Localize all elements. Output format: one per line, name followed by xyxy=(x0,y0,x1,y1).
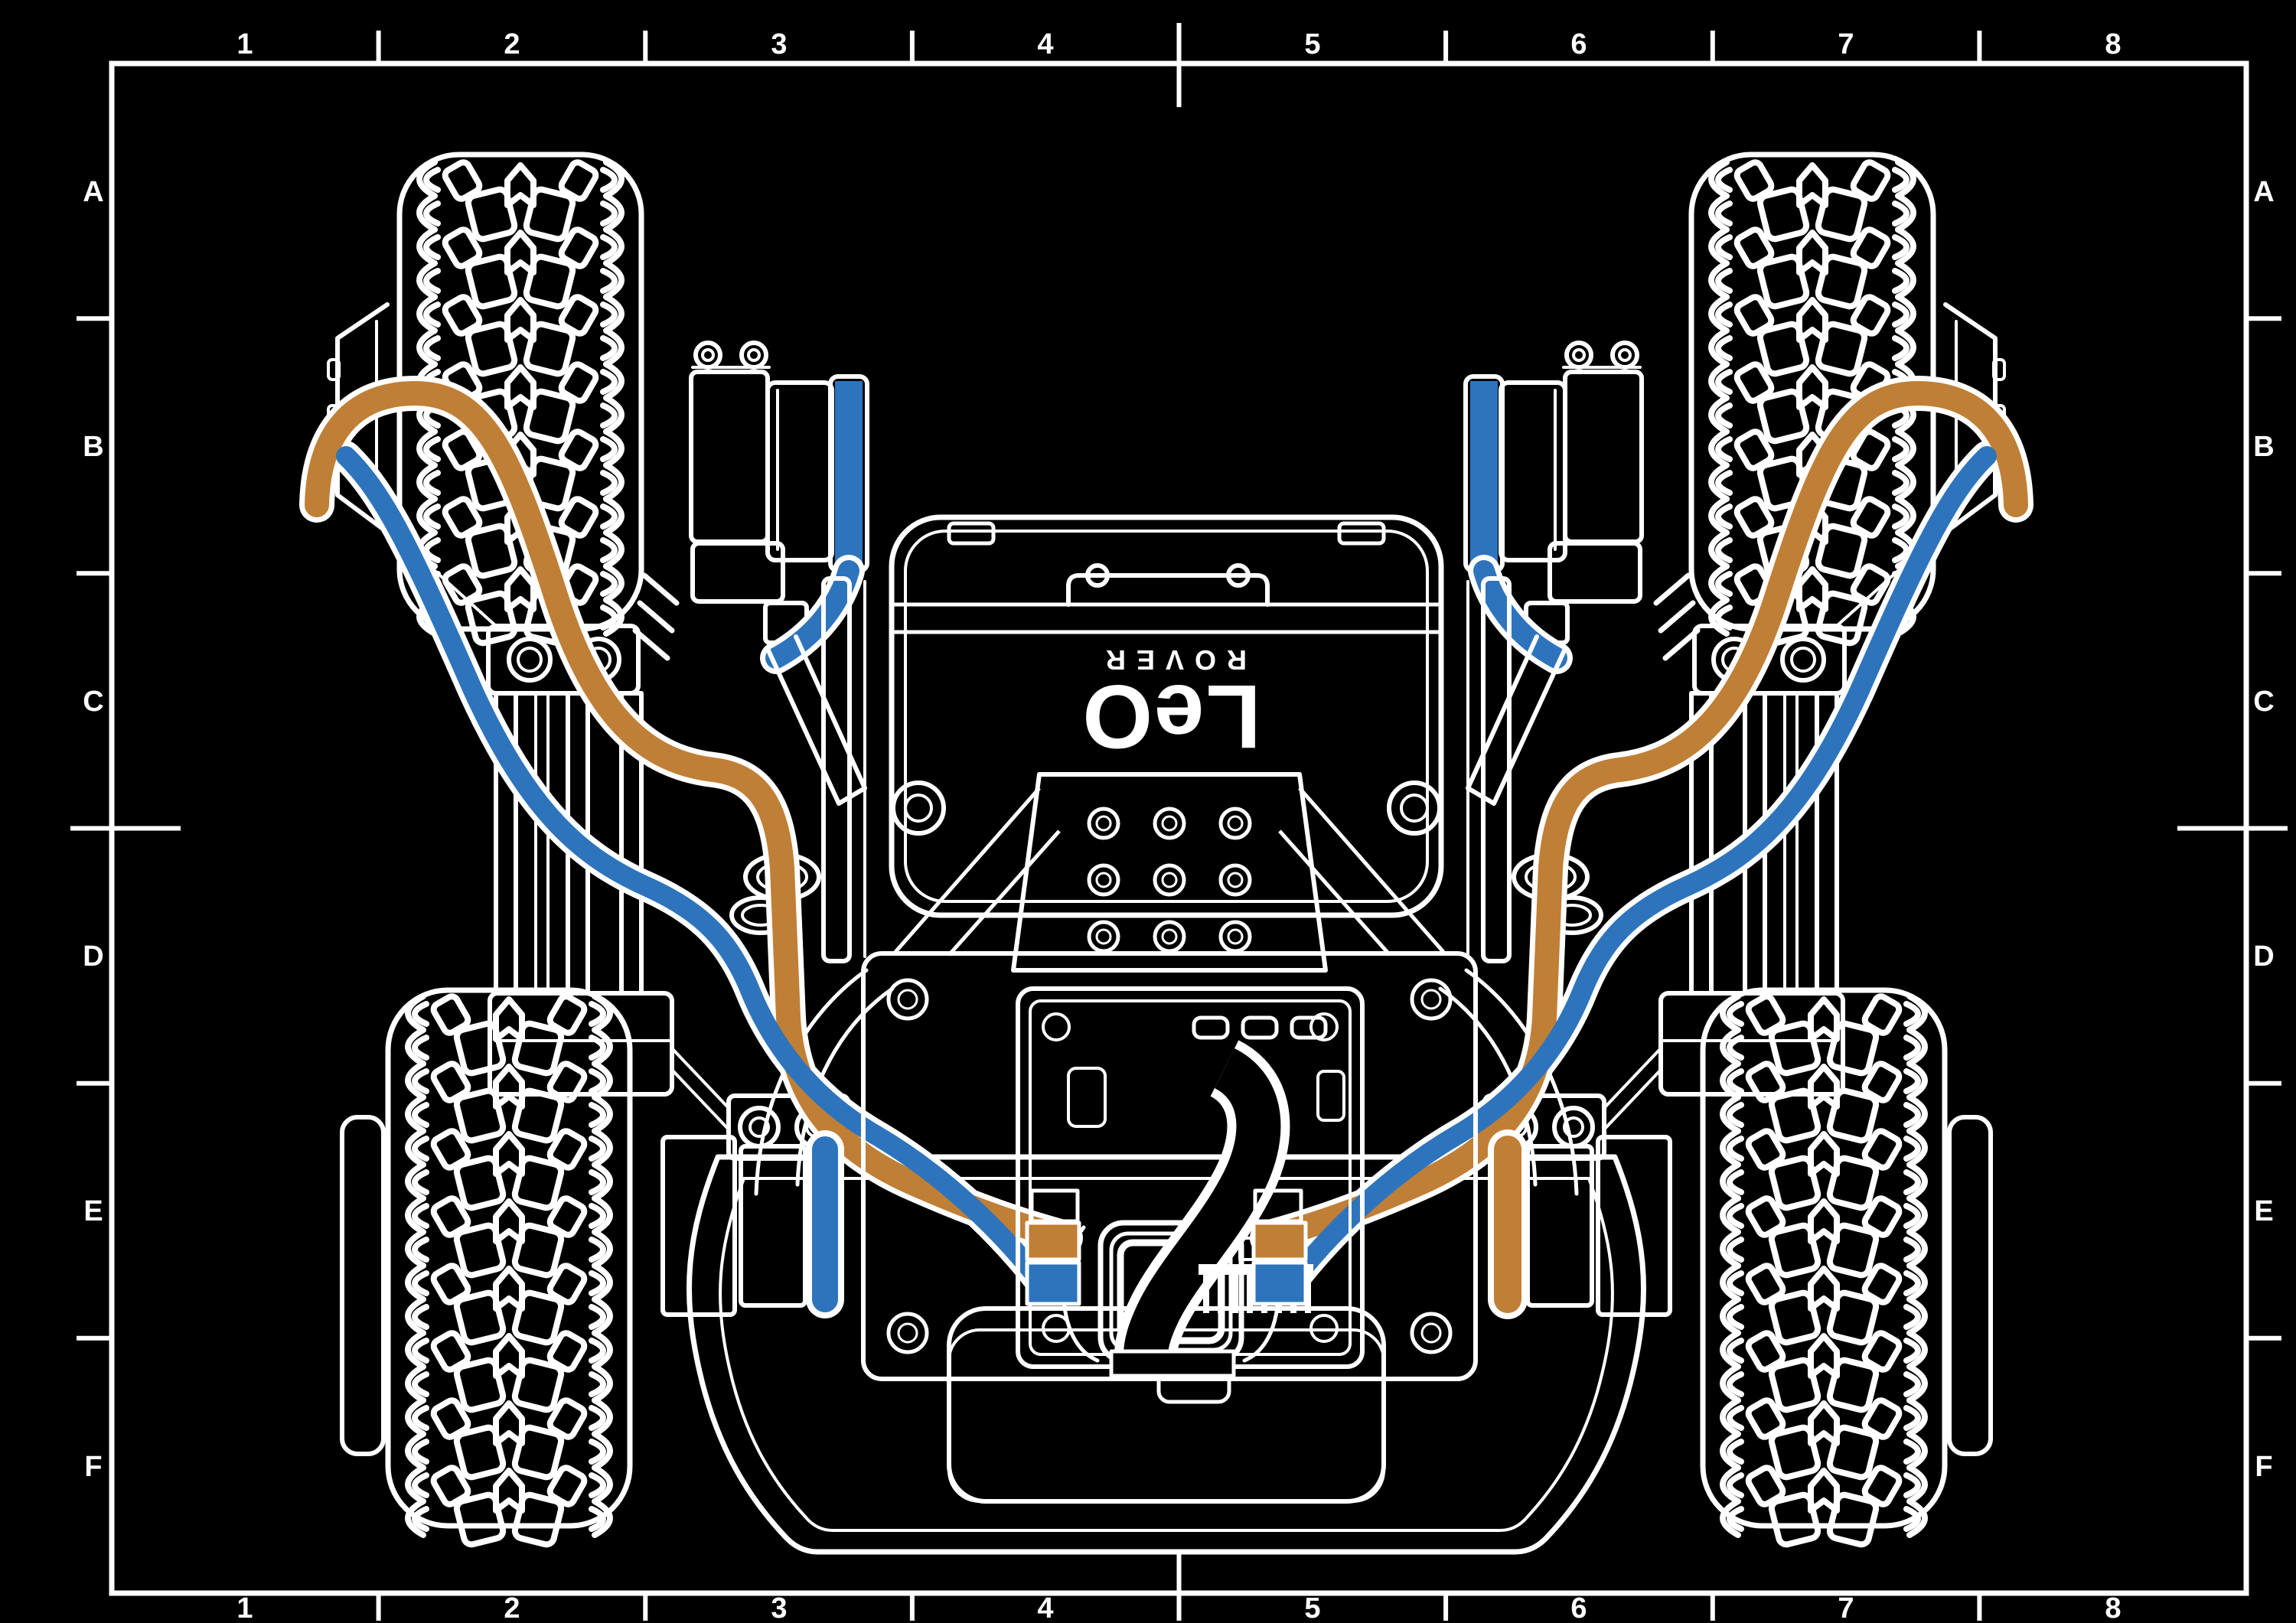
wheel-rear-left xyxy=(340,990,630,1546)
zone-labels: 1 2 3 4 5 6 7 8 1 2 3 4 5 6 7 8 A B C D … xyxy=(83,28,2274,1623)
rover-drawing: LeO ROVER xyxy=(317,155,2016,1555)
body-front-edge xyxy=(892,602,1441,634)
grid-ticks-top xyxy=(376,23,1982,107)
col-label-top: 4 xyxy=(1037,28,1053,60)
leo-rover-logo: LeO ROVER xyxy=(1081,644,1261,767)
row-label-right: C xyxy=(2253,686,2274,718)
grid-ticks-bottom xyxy=(376,1550,1982,1621)
drawing-border-frame xyxy=(70,23,2288,1621)
col-label-top: 3 xyxy=(771,28,787,60)
col-label-bottom: 7 xyxy=(1838,1592,1854,1623)
col-label-top: 1 xyxy=(236,28,253,60)
col-label-bottom: 4 xyxy=(1037,1592,1053,1623)
main-body xyxy=(889,514,1444,918)
col-label-bottom: 8 xyxy=(2105,1592,2121,1623)
grid-ticks-right xyxy=(2177,316,2288,1341)
row-label-right: D xyxy=(2253,940,2274,973)
row-label-left: D xyxy=(83,940,103,973)
col-label-bottom: 2 xyxy=(504,1592,520,1623)
col-label-bottom: 3 xyxy=(771,1592,787,1623)
body-hinge-right xyxy=(1337,521,1386,546)
col-label-bottom: 6 xyxy=(1570,1592,1587,1623)
terminal-blue-right xyxy=(1251,1260,1308,1306)
terminal-orange-left xyxy=(1025,1221,1081,1262)
row-label-right: B xyxy=(2253,431,2274,463)
row-label-left: B xyxy=(83,431,103,463)
terminal-blocks xyxy=(1025,1188,1308,1306)
logo-text-main: LeO xyxy=(1081,666,1261,767)
row-label-left: E xyxy=(83,1195,103,1227)
col-label-bottom: 1 xyxy=(236,1592,253,1623)
electronics-enclosure xyxy=(1016,986,1365,1378)
col-label-top: 5 xyxy=(1304,28,1320,60)
body-latch-tab xyxy=(1066,573,1270,607)
col-label-top: 8 xyxy=(2105,28,2121,60)
ribbon-cable xyxy=(1109,1040,1290,1378)
col-label-top: 2 xyxy=(504,28,520,60)
logo-text-sub: ROVER xyxy=(1095,644,1247,676)
terminal-orange-right xyxy=(1251,1221,1308,1262)
wheel-rear-right xyxy=(1703,990,1993,1546)
grid-ticks-left xyxy=(70,316,181,1341)
row-label-left: C xyxy=(83,686,103,718)
body-hinge-left xyxy=(947,521,996,546)
row-label-left: F xyxy=(84,1451,102,1483)
row-label-right: F xyxy=(2255,1451,2272,1483)
rear-left-mudguard xyxy=(340,1115,386,1456)
rear-right-mudguard xyxy=(1947,1115,1993,1456)
row-label-left: A xyxy=(83,176,103,208)
col-label-top: 7 xyxy=(1838,28,1854,60)
mounting-plate xyxy=(894,772,1445,973)
col-label-top: 6 xyxy=(1570,28,1587,60)
terminal-blue-left xyxy=(1025,1260,1081,1306)
row-label-right: A xyxy=(2253,176,2274,208)
col-label-bottom: 5 xyxy=(1304,1592,1320,1623)
row-label-right: E xyxy=(2254,1195,2273,1227)
electronics-plate xyxy=(861,951,1478,1381)
